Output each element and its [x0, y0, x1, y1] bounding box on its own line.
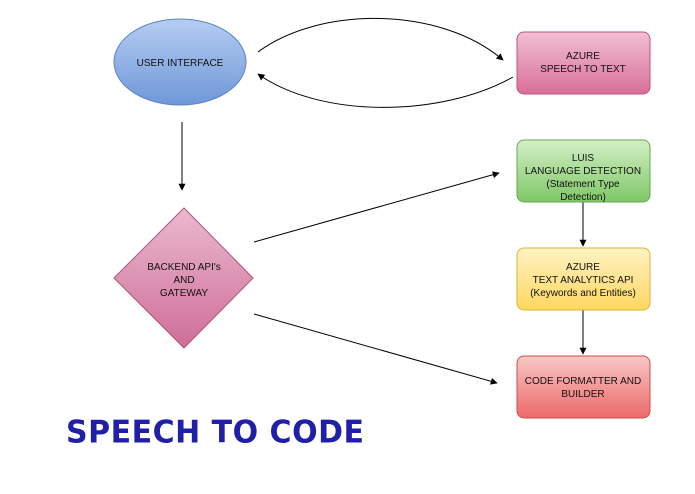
edge-backend-to-luis: [253, 171, 500, 243]
node-luis: LUIS LANGUAGE DETECTION (Statement Type …: [516, 139, 651, 203]
node-user-interface-label: USER INTERFACE: [137, 58, 224, 69]
node-user-interface: USER INTERFACE: [113, 18, 247, 106]
node-backend-line2: AND: [173, 275, 194, 286]
diagram-title: SPEECH TO CODE: [66, 414, 365, 451]
node-luis-line2: LANGUAGE DETECTION: [525, 166, 641, 177]
node-backend-line1: BACKEND API's: [147, 262, 221, 273]
edge-ui-to-speech: [257, 17, 504, 61]
node-text-analytics-line1: AZURE: [566, 262, 600, 273]
edge-backend-to-formatter: [253, 313, 498, 385]
node-speech-to-text-line1: AZURE: [566, 51, 600, 62]
node-text-analytics-line3: (Keywords and Entities): [530, 288, 636, 299]
node-text-analytics-line2: TEXT ANALYTICS API: [533, 275, 634, 286]
node-backend-gateway: BACKEND API's AND GATEWAY: [113, 207, 254, 349]
node-speech-to-text-line2: SPEECH TO TEXT: [540, 64, 626, 75]
node-luis-line1: LUIS: [572, 153, 595, 164]
node-text-analytics: AZURE TEXT ANALYTICS API (Keywords and E…: [516, 247, 651, 311]
node-luis-line3: (Statement Type: [546, 179, 620, 190]
node-speech-to-text: AZURE SPEECH TO TEXT: [516, 31, 651, 95]
node-backend-line3: GATEWAY: [160, 288, 208, 299]
node-code-formatter-line1: CODE FORMATTER AND: [525, 376, 641, 387]
edge-speech-to-ui: [257, 73, 514, 108]
node-code-formatter: CODE FORMATTER AND BUILDER: [516, 355, 651, 419]
node-luis-line4: Detection): [560, 192, 606, 203]
node-code-formatter-line2: BUILDER: [561, 389, 604, 400]
